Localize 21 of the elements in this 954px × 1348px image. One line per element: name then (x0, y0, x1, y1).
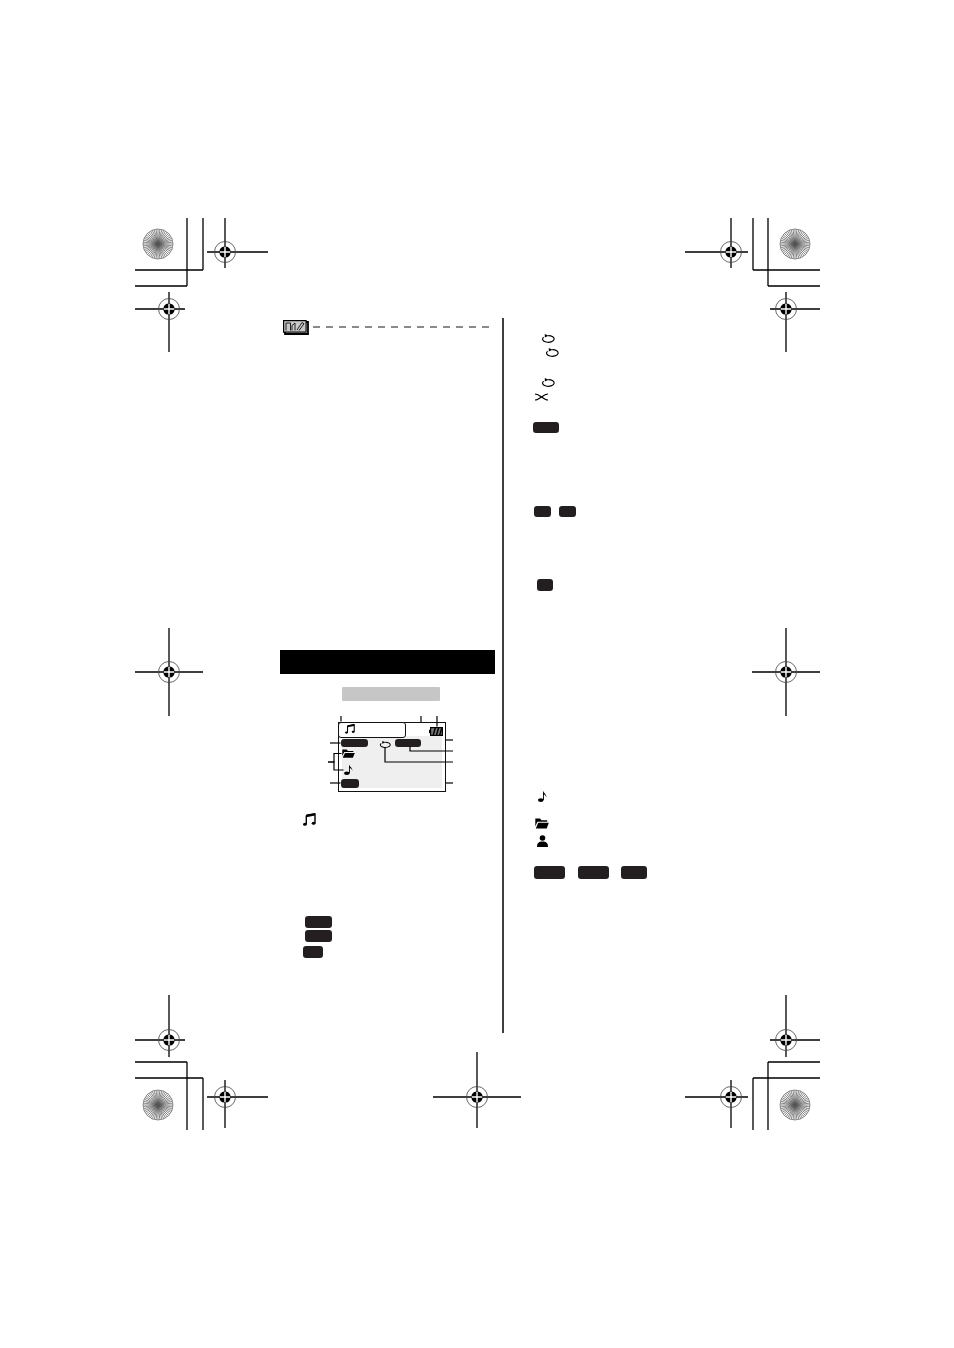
folder-icon (341, 748, 355, 758)
leader-line (329, 782, 342, 784)
leader-line (445, 739, 454, 741)
leader-line (329, 742, 342, 744)
lcd-screen (338, 722, 446, 792)
leader-line (436, 715, 438, 728)
repeat-icon (378, 740, 391, 748)
indicator-badge (340, 778, 359, 788)
leader-line (445, 782, 454, 784)
section-header-bar (280, 650, 495, 674)
leader-line (384, 746, 454, 763)
music-note-icon (343, 763, 353, 775)
indicator-badge (340, 738, 368, 747)
title-bar (337, 721, 406, 738)
indicator-badge (394, 738, 421, 747)
leader-line (409, 745, 454, 752)
leader-line (420, 715, 422, 723)
leader-line (340, 715, 342, 723)
leader-line (327, 761, 345, 771)
battery-icon (428, 726, 443, 736)
caption-bar (342, 687, 440, 701)
